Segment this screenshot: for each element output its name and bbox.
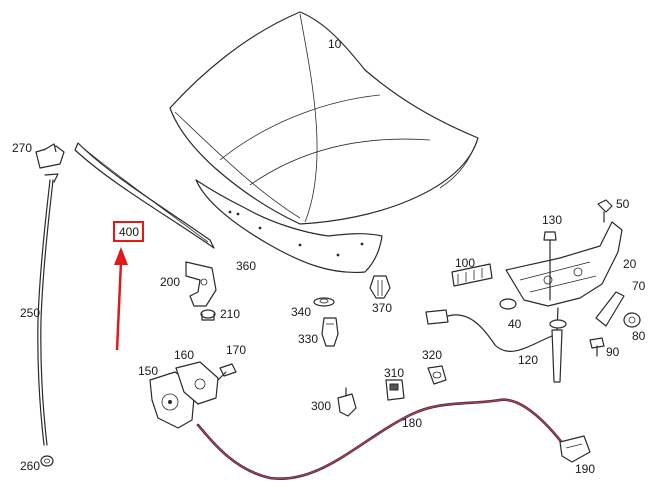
- label-50: 50: [616, 197, 630, 211]
- label-120: 120: [518, 353, 538, 367]
- label-400: 400: [119, 225, 139, 239]
- bolt-part-50: [597, 199, 613, 223]
- label-210: 210: [220, 307, 240, 321]
- bolt-part-130: [543, 231, 557, 301]
- label-100: 100: [455, 256, 475, 270]
- label-190: 190: [575, 462, 595, 476]
- bracket-part-200: [185, 261, 217, 307]
- highlight-part-400: 400: [113, 221, 144, 351]
- spring-part-70: [595, 291, 625, 327]
- sensor-cable: [425, 309, 553, 352]
- label-20: 20: [623, 257, 637, 271]
- label-70: 70: [632, 279, 646, 293]
- bumper-part-40: [499, 298, 517, 310]
- grommet-part-260: [40, 455, 54, 467]
- clip-part-370: [369, 275, 391, 299]
- nut-part-210: [200, 309, 216, 321]
- clip-part-300: [337, 387, 357, 417]
- label-10: 10: [328, 37, 342, 51]
- part-labels: 10 20 40 50 70 80 90 100 120 130 150 160…: [12, 37, 646, 476]
- clip-part-340: [313, 297, 335, 307]
- label-200: 200: [160, 275, 180, 289]
- highlight-box: [113, 221, 144, 242]
- seal-strip-part-400: [74, 142, 215, 249]
- label-130: 130: [542, 213, 562, 227]
- gas-strut-part-120: [549, 307, 567, 383]
- hood-part-10: [169, 11, 479, 225]
- label-270: 270: [12, 141, 32, 155]
- label-80: 80: [632, 329, 646, 343]
- label-330: 330: [298, 332, 318, 346]
- release-cable-part-180: [196, 398, 568, 481]
- label-150: 150: [138, 364, 158, 378]
- label-170: 170: [226, 343, 246, 357]
- rod-clip-part-270: [35, 143, 65, 169]
- label-180: 180: [402, 416, 422, 430]
- label-310: 310: [384, 366, 404, 380]
- hood-insulation-part-360: [195, 179, 383, 274]
- label-40: 40: [508, 317, 522, 331]
- hinge-part-20: [505, 221, 623, 307]
- label-300: 300: [311, 399, 331, 413]
- release-handle-part-190: [559, 435, 591, 463]
- latch-bracket-part-160: [175, 361, 219, 405]
- clip-part-310: [385, 379, 405, 401]
- label-250: 250: [20, 306, 40, 320]
- label-90: 90: [606, 345, 620, 359]
- highlight-arrow: [115, 261, 123, 351]
- clip-part-330: [321, 317, 339, 347]
- clamp-part-320: [427, 365, 447, 385]
- stopper-part-80: [623, 312, 641, 328]
- cover-part-100: [451, 263, 493, 287]
- highlight-arrow-head: [114, 247, 128, 265]
- label-260: 260: [20, 459, 40, 473]
- label-320: 320: [422, 348, 442, 362]
- label-160: 160: [174, 348, 194, 362]
- hood-prop-rod-part-250: [37, 173, 59, 446]
- screw-part-170: [217, 363, 237, 381]
- screw-part-90: [589, 337, 605, 357]
- label-360: 360: [236, 259, 256, 273]
- label-370: 370: [372, 301, 392, 315]
- label-340: 340: [291, 305, 311, 319]
